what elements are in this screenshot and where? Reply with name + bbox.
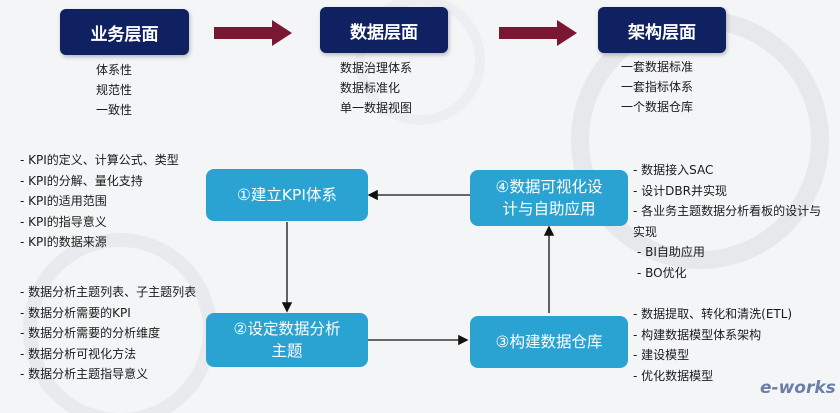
bullet-item: - BO优化 bbox=[637, 265, 687, 280]
bullet-item: - KPI的定义、计算公式、类型 bbox=[20, 153, 179, 167]
step-2-label-line1: ②设定数据分析 bbox=[233, 320, 341, 338]
bullet-item: - KPI的指导意义 bbox=[20, 214, 107, 229]
step-4-box: ④数据可视化设 计与自助应用 bbox=[470, 170, 628, 226]
layer-data-list: 数据治理体系 数据标准化 单一数据视图 bbox=[340, 58, 412, 118]
layer-architecture-item: 一个数据仓库 bbox=[621, 100, 694, 114]
bullet-item: - 数据分析主题列表、子主题列表 bbox=[20, 285, 197, 299]
step-1-label: ①建立KPI体系 bbox=[237, 186, 337, 204]
bullet-item: - 数据分析可视化方法 bbox=[20, 346, 137, 361]
layer-business-title: 业务层面 bbox=[90, 24, 159, 45]
bullet-item: - 数据接入SAC bbox=[633, 163, 714, 177]
logo-text: e-works bbox=[760, 378, 836, 398]
eworks-logo: e-works bbox=[760, 378, 840, 408]
bullet-item: - BI自助应用 bbox=[637, 245, 705, 259]
bullet-item: - KPI的数据来源 bbox=[20, 235, 107, 249]
bullet-item: - 构建数据模型体系架构 bbox=[633, 327, 762, 342]
step-1-bullets: - KPI的定义、计算公式、类型 - KPI的分解、量化支持 - KPI的适用范… bbox=[20, 150, 179, 253]
bullet-item: - 数据分析主题指导意义 bbox=[20, 367, 149, 381]
bullet-item: - 数据提取、转化和清洗(ETL) bbox=[633, 307, 793, 321]
layer-architecture-list: 一套数据标准 一套指标体系 一个数据仓库 bbox=[621, 57, 693, 117]
bullet-item: - KPI的适用范围 bbox=[20, 194, 107, 208]
bullet-item: - 建设模型 bbox=[633, 348, 690, 362]
layer-business-box: 业务层面 bbox=[60, 9, 189, 55]
step-4-label-line1: ④数据可视化设 bbox=[495, 178, 603, 196]
layer-architecture-item: 一套指标体系 bbox=[621, 80, 694, 94]
layer-data-item: 数据标准化 bbox=[340, 81, 401, 95]
layer-business-item: 一致性 bbox=[96, 103, 133, 117]
bullet-item: - 优化数据模型 bbox=[633, 368, 714, 383]
bullet-item: - 数据分析需要的KPI bbox=[20, 305, 131, 320]
layer-architecture-title: 架构层面 bbox=[628, 22, 696, 43]
layer-business-list: 体系性 规范性 一致性 bbox=[96, 60, 132, 120]
step-4-label-line2: 计与自助应用 bbox=[502, 200, 596, 218]
arrow-data-to-architecture bbox=[499, 20, 577, 46]
bullet-item: - KPI的分解、量化支持 bbox=[20, 173, 143, 188]
bullet-item: - 设计DBR并实现 bbox=[633, 183, 727, 198]
step-3-label: ③构建数据仓库 bbox=[495, 333, 603, 351]
bullet-item: - 数据分析需要的分析维度 bbox=[20, 326, 161, 340]
layer-architecture-box: 架构层面 bbox=[598, 7, 726, 53]
layer-data-item: 数据治理体系 bbox=[340, 61, 413, 75]
bullet-item: - 各业务主题数据分析看板的设计与实现 bbox=[633, 204, 822, 239]
step-1-box: ①建立KPI体系 bbox=[206, 169, 368, 221]
layer-data-item: 单一数据视图 bbox=[340, 101, 413, 115]
layer-business-item: 规范性 bbox=[96, 83, 133, 97]
layer-architecture-item: 一套数据标准 bbox=[621, 60, 694, 74]
layer-data-title: 数据层面 bbox=[350, 22, 418, 43]
step-2-label-line2: 主题 bbox=[271, 342, 303, 360]
layer-business-item: 体系性 bbox=[96, 63, 133, 77]
step-3-bullets: - 数据提取、转化和清洗(ETL) - 构建数据模型体系架构 - 建设模型 - … bbox=[633, 304, 792, 386]
layer-data-box: 数据层面 bbox=[320, 7, 448, 53]
step-3-box: ③构建数据仓库 bbox=[470, 316, 628, 368]
step-2-bullets: - 数据分析主题列表、子主题列表 - 数据分析需要的KPI - 数据分析需要的分… bbox=[20, 282, 196, 385]
step-2-box: ②设定数据分析 主题 bbox=[206, 313, 368, 367]
step-4-bullets: - 数据接入SAC - 设计DBR并实现 - 各业务主题数据分析看板的设计与实现… bbox=[633, 160, 833, 283]
arrow-business-to-data bbox=[214, 20, 292, 46]
